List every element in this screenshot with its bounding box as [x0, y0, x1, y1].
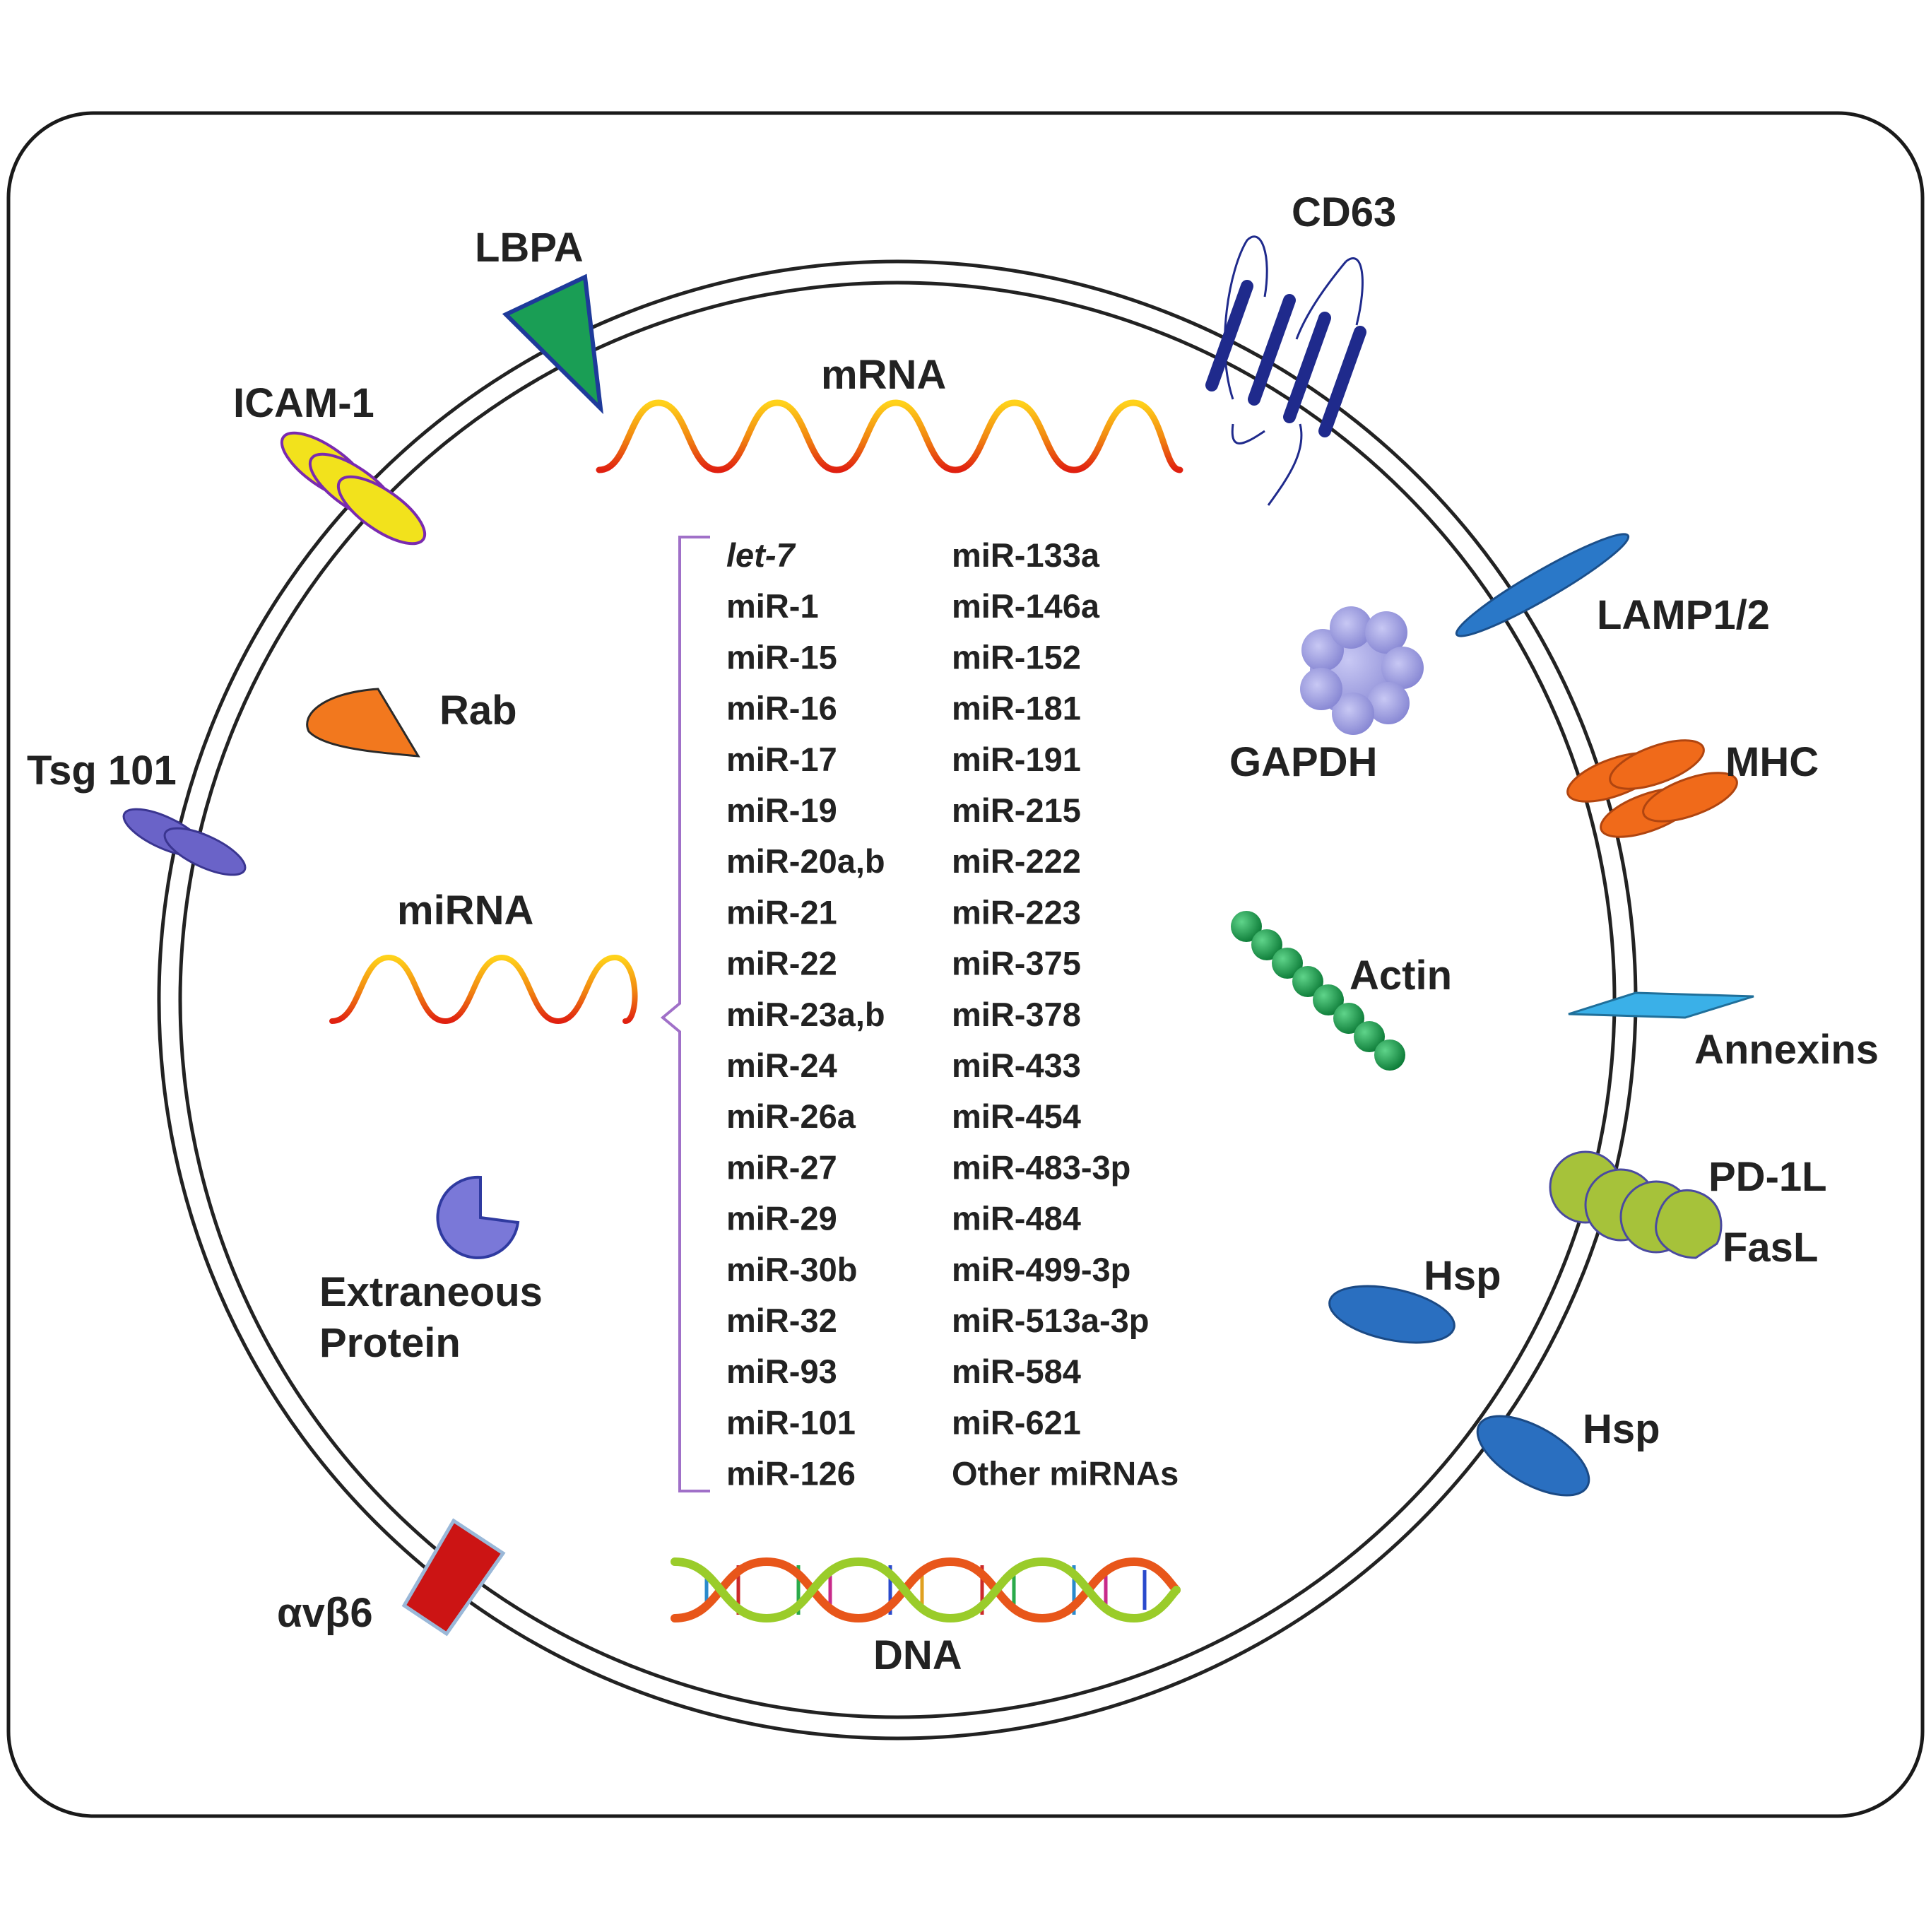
gapdh-label: GAPDH — [1229, 739, 1377, 785]
mrna-label: mRNA — [821, 352, 946, 398]
gapdh-icon — [1300, 606, 1424, 735]
mirna-item: let-7 — [726, 536, 796, 574]
annexins-label: Annexins — [1694, 1027, 1879, 1073]
figure-frame — [6, 111, 1925, 1818]
cd63-label: CD63 — [1292, 189, 1396, 235]
dna-helix-icon — [671, 1557, 1181, 1623]
mirna-item: miR-215 — [952, 791, 1081, 829]
mirna-item: miR-222 — [952, 842, 1081, 880]
mirna-item: miR-223 — [952, 893, 1081, 931]
mirna-item: Other miRNAs — [952, 1455, 1179, 1492]
hsp-inner-label: Hsp — [1424, 1253, 1501, 1299]
extraneous-label-line1: Extraneous — [319, 1269, 543, 1315]
mirna-item: miR-375 — [952, 945, 1081, 982]
mirna-item: miR-32 — [726, 1302, 837, 1339]
icam1-label: ICAM-1 — [233, 380, 374, 426]
mirna-item: miR-484 — [952, 1200, 1081, 1237]
mirna-item: miR-23a,b — [726, 996, 885, 1033]
pd1l-label: PD-1L — [1708, 1154, 1827, 1200]
icam1-icon — [280, 431, 427, 546]
mirna-item: miR-15 — [726, 638, 837, 676]
dna-label: DNA — [873, 1632, 962, 1678]
cd63-icon — [1205, 235, 1366, 506]
avb6-icon — [401, 1518, 506, 1637]
mirna-item: miR-126 — [726, 1455, 856, 1492]
mirna-item: miR-483-3p — [952, 1148, 1130, 1186]
mirna-item: miR-17 — [726, 741, 837, 778]
mirna-item: miR-20a,b — [726, 842, 885, 880]
lamp-icon — [1455, 533, 1630, 637]
rab-icon — [306, 688, 420, 758]
mirna-item: miR-26a — [726, 1097, 856, 1135]
mirna-list-col1: let-7 miR-1 miR-15 miR-16 miR-17 miR-19 miR-20… — [726, 536, 885, 1492]
mirna-item: miR-21 — [726, 893, 837, 931]
mirna-list: let-7 miR-1 miR-15 miR-16 miR-17 miR-19 miR-20… — [726, 536, 1179, 1492]
mirna-item: miR-101 — [726, 1403, 856, 1441]
mirna-item: miR-499-3p — [952, 1251, 1130, 1288]
mirna-item: miR-454 — [952, 1097, 1081, 1135]
mirna-item: miR-191 — [952, 741, 1081, 778]
mrna-wave-icon — [596, 399, 1183, 473]
mirna-item: miR-152 — [952, 638, 1081, 676]
mirna-item: miR-378 — [952, 996, 1081, 1033]
mirna-item: miR-433 — [952, 1047, 1081, 1084]
mirna-item: miR-19 — [726, 791, 837, 829]
hsp-inner-icon — [1328, 1285, 1455, 1344]
mirna-item: miR-27 — [726, 1148, 837, 1186]
extraneous-label-line2: Protein — [319, 1320, 461, 1366]
mirna-item: miR-24 — [726, 1047, 837, 1084]
actin-label: Actin — [1350, 953, 1452, 999]
rab-label: Rab — [439, 688, 517, 734]
mirna-item: miR-146a — [952, 587, 1100, 625]
pd1l-fasl-icon — [1549, 1150, 1723, 1259]
mirna-item: miR-133a — [952, 536, 1100, 574]
mirna-wave-icon — [329, 954, 638, 1025]
hsp-membrane-icon — [1476, 1415, 1590, 1497]
lamp-label: LAMP1/2 — [1597, 592, 1770, 638]
tsg101-label: Tsg 101 — [27, 748, 177, 794]
mirna-item: miR-584 — [952, 1353, 1081, 1390]
annexins-icon — [1568, 991, 1754, 1019]
hsp-membrane-label: Hsp — [1583, 1406, 1660, 1452]
mirna-item: miR-181 — [952, 690, 1081, 727]
mirna-item: miR-93 — [726, 1353, 837, 1390]
mhc-icon — [1566, 739, 1738, 838]
mirna-item: miR-29 — [726, 1200, 837, 1237]
mirna-item: miR-621 — [952, 1403, 1081, 1441]
avb6-label: αvβ6 — [277, 1590, 373, 1636]
mirna-item: miR-1 — [726, 587, 819, 625]
pacman-icon — [436, 1175, 520, 1259]
mirna-item: miR-30b — [726, 1251, 857, 1288]
tsg101-icon — [122, 808, 247, 876]
mhc-label: MHC — [1725, 739, 1819, 785]
mirna-label: miRNA — [397, 888, 533, 933]
lbpa-label: LBPA — [475, 225, 584, 271]
fasl-label: FasL — [1723, 1225, 1818, 1271]
actin-icon — [1231, 911, 1405, 1071]
mirna-list-col2: miR-133a miR-146a miR-152 miR-181 miR-191 miR… — [952, 536, 1179, 1492]
mirna-item: miR-16 — [726, 690, 837, 727]
mirna-bracket — [660, 536, 710, 1492]
lbpa-icon — [502, 273, 603, 415]
mirna-item: miR-513a-3p — [952, 1302, 1150, 1339]
mirna-item: miR-22 — [726, 945, 837, 982]
